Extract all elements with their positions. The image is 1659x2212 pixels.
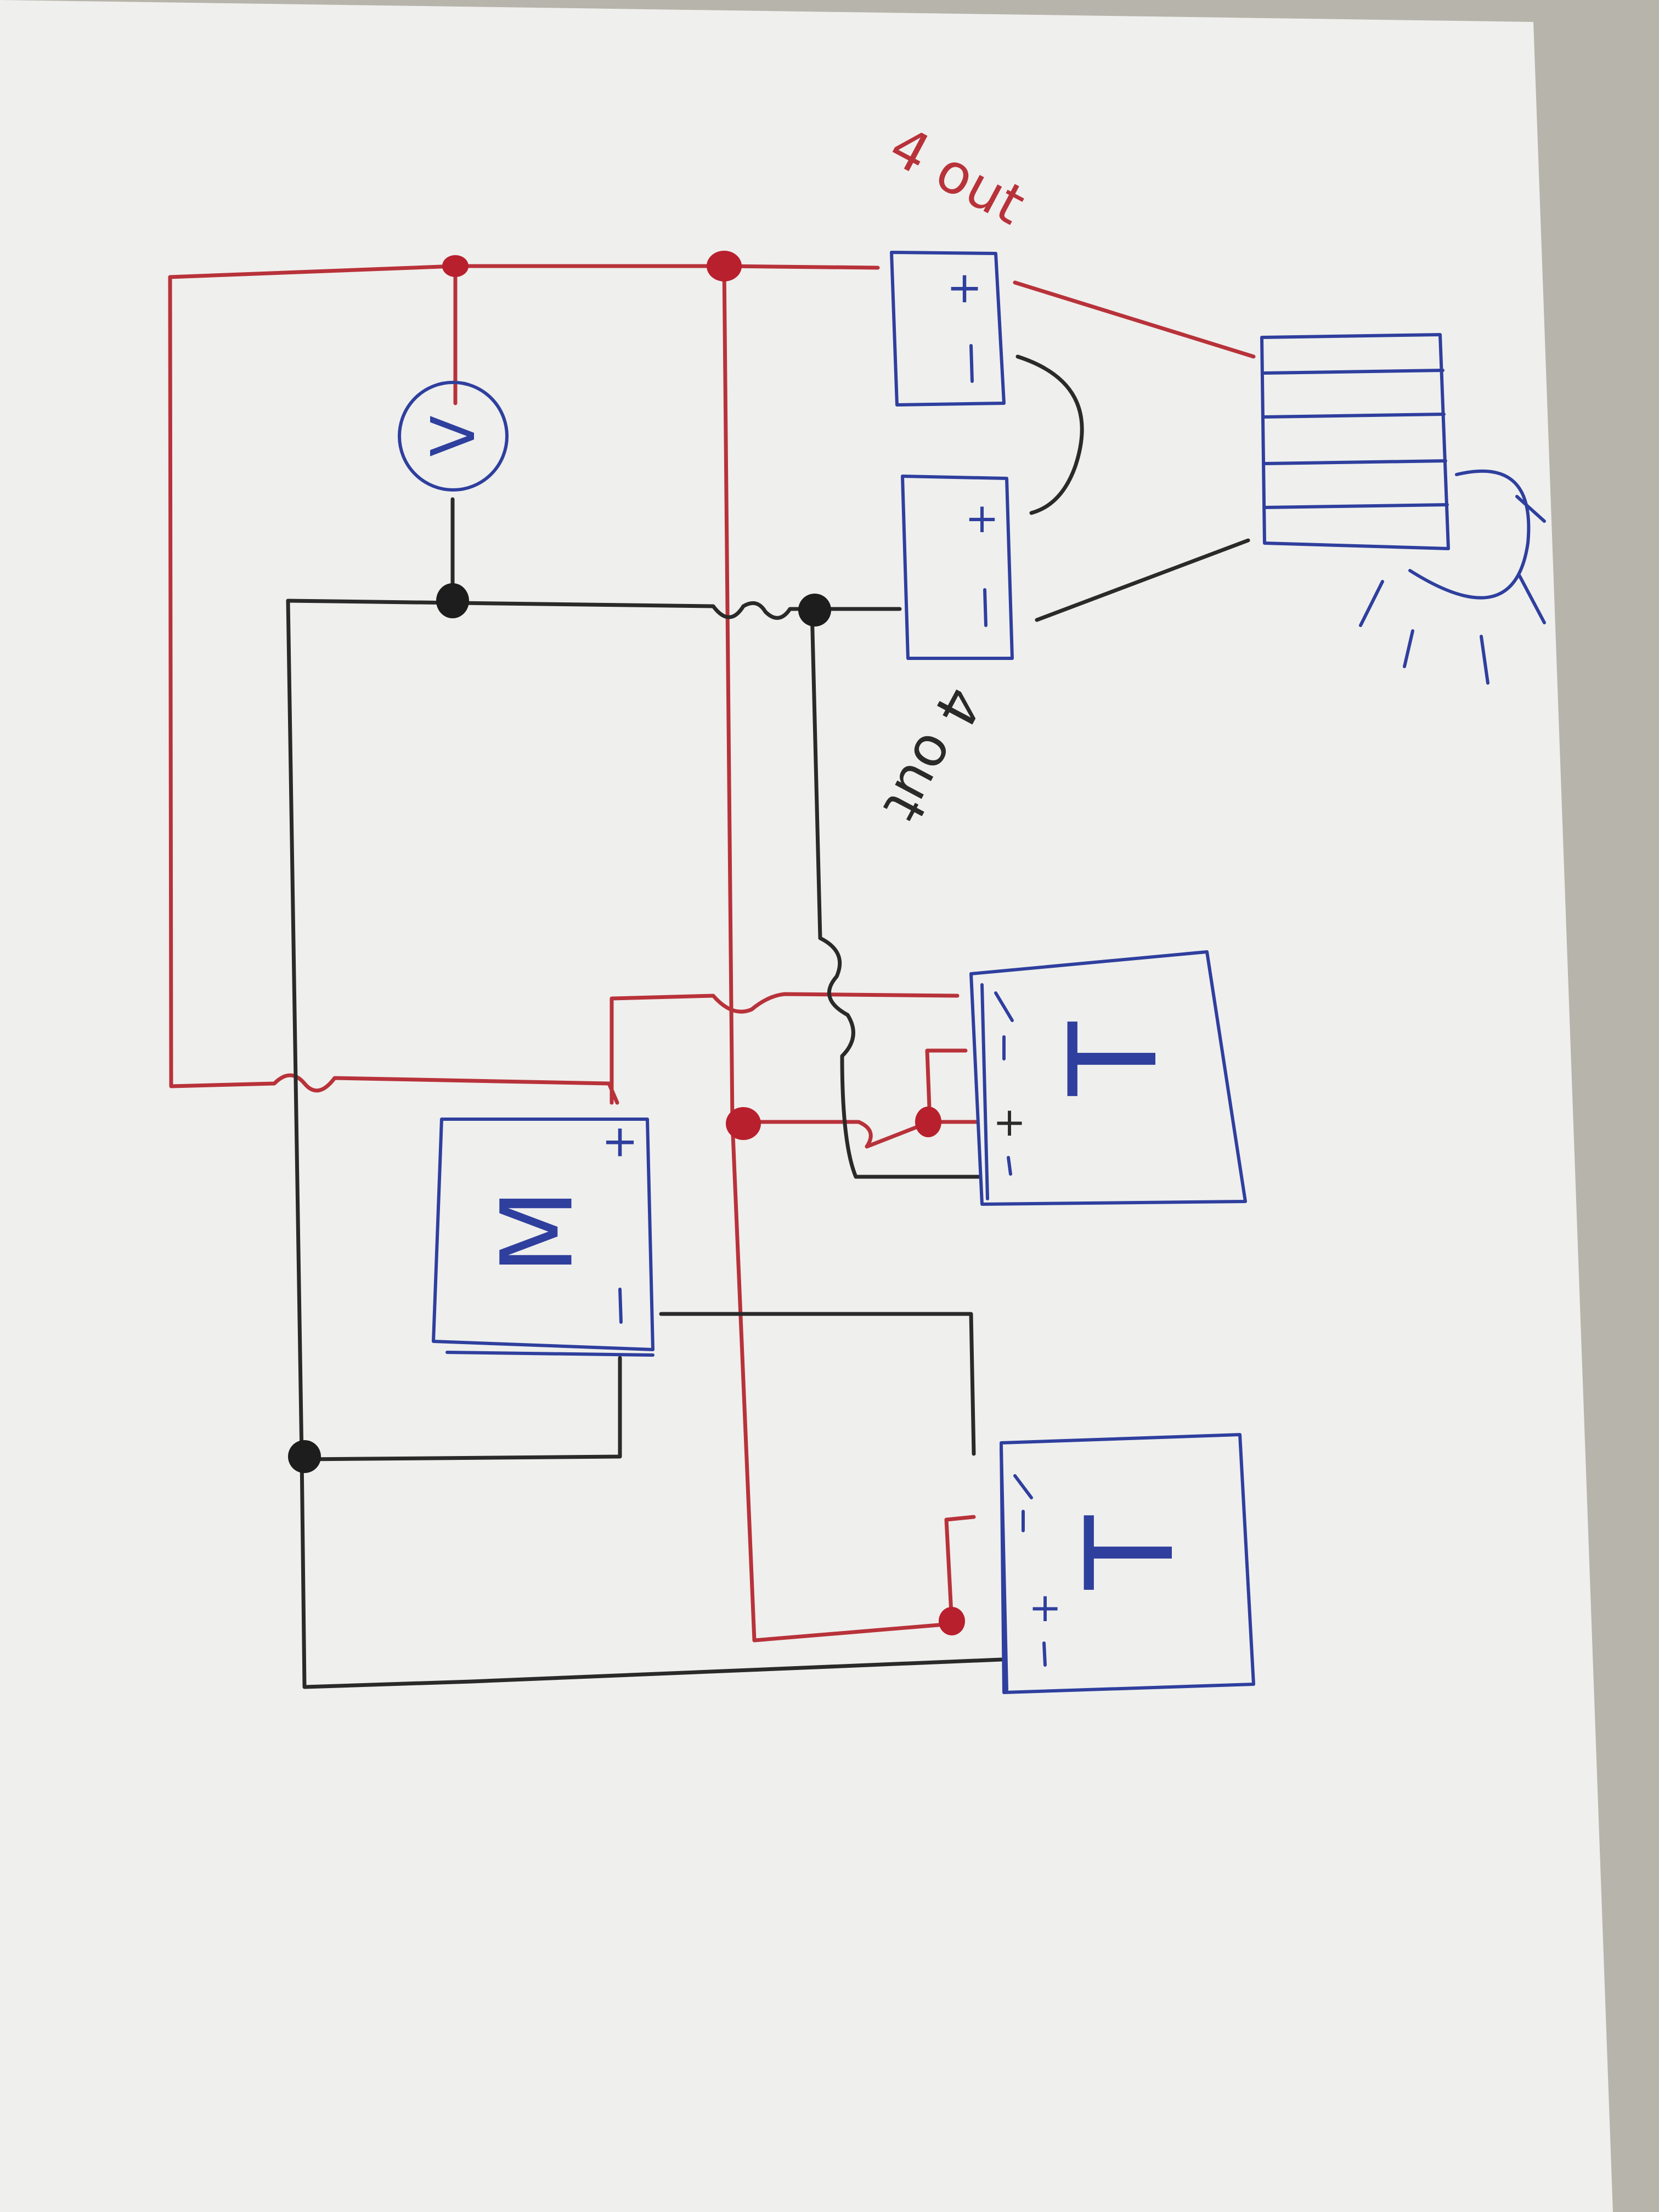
red-left-loop bbox=[168, 275, 619, 1105]
solar-panel-cell-line bbox=[1263, 413, 1446, 419]
battery-upper-plus: + bbox=[946, 263, 982, 313]
red-center-to-top-switch bbox=[730, 1120, 979, 1149]
black-battery-to-panel bbox=[1035, 538, 1250, 622]
switch-top-plus: + bbox=[993, 1099, 1026, 1145]
sun-ray bbox=[1515, 495, 1546, 523]
junction-black-meter bbox=[436, 583, 469, 618]
battery-lower-body bbox=[901, 475, 1014, 660]
motor-symbol: M bbox=[481, 1189, 595, 1274]
switch-top-minus bbox=[1007, 1156, 1012, 1176]
black-battery-link bbox=[1015, 354, 1084, 515]
voltmeter: V bbox=[398, 381, 509, 492]
black-battery-drop bbox=[810, 607, 981, 1179]
battery-lower-minus bbox=[983, 588, 988, 627]
sun-ray bbox=[1480, 635, 1489, 685]
sun-icon bbox=[1359, 469, 1546, 685]
battery-upper-body bbox=[890, 251, 1006, 407]
junction-black-left bbox=[288, 1440, 321, 1473]
sun-ray bbox=[1403, 629, 1414, 668]
junction-dots bbox=[288, 251, 965, 1635]
junction-red-bottom-switch bbox=[939, 1607, 965, 1635]
switch-bottom-body bbox=[1000, 1433, 1255, 1694]
motor-body bbox=[432, 1118, 654, 1351]
junction-black-battery bbox=[798, 594, 831, 627]
black-left-rail bbox=[286, 599, 1003, 1689]
junction-red-top-switch bbox=[915, 1107, 941, 1137]
switch-top-terminal-mark bbox=[994, 991, 1014, 1022]
voltmeter-symbol: V bbox=[418, 415, 488, 456]
sun-arc bbox=[1408, 469, 1531, 600]
junction-red-meter bbox=[442, 255, 469, 277]
switch-top-symbol: T bbox=[1043, 1021, 1184, 1096]
red-motor-to-switch bbox=[610, 992, 960, 1105]
switch-top: + T bbox=[969, 950, 1247, 1206]
switch-top-body bbox=[969, 950, 1247, 1206]
red-top-switch-jumper bbox=[925, 1048, 968, 1124]
solar-panel-cell-line bbox=[1263, 459, 1447, 465]
voltmeter-body bbox=[398, 381, 509, 492]
solar-panel-cell-line bbox=[1263, 369, 1444, 375]
sun-ray bbox=[1359, 580, 1384, 627]
switch-bottom-plus: + bbox=[1029, 1584, 1062, 1630]
motor-minus bbox=[618, 1288, 623, 1324]
black-motor-ground bbox=[302, 1356, 622, 1462]
switch-bottom-divider bbox=[1000, 1447, 1008, 1691]
red-top-bus bbox=[168, 264, 880, 279]
battery-upper-minus bbox=[969, 344, 974, 383]
switch-bottom-symbol: T bbox=[1060, 1515, 1200, 1590]
switch-bottom-terminal-mark bbox=[1013, 1474, 1033, 1499]
positive-wiring bbox=[168, 264, 1256, 1643]
paper-sheet bbox=[0, 0, 1613, 2212]
junction-red-top-center bbox=[707, 251, 742, 281]
motor-plus: + bbox=[601, 1116, 638, 1167]
switch-bottom: + T bbox=[1000, 1433, 1255, 1694]
switch-bottom-minus bbox=[1042, 1641, 1047, 1667]
solar-panel bbox=[1260, 333, 1450, 550]
black-middle-bus bbox=[286, 599, 902, 620]
motor-base-line bbox=[445, 1351, 654, 1357]
motor: + M bbox=[432, 1116, 654, 1357]
switch-top-divider bbox=[980, 983, 989, 1200]
red-battery-to-panel bbox=[1013, 280, 1256, 359]
red-bottom-switch-jumper bbox=[944, 1515, 976, 1626]
battery-lower-plus: + bbox=[965, 495, 999, 542]
red-center-trunk bbox=[722, 264, 954, 1643]
solar-panel-cell-line bbox=[1263, 503, 1449, 509]
sun-ray bbox=[1518, 574, 1546, 624]
junction-red-center bbox=[726, 1107, 761, 1140]
solar-panel-frame bbox=[1260, 333, 1450, 550]
black-motor-to-switch bbox=[659, 1312, 976, 1456]
